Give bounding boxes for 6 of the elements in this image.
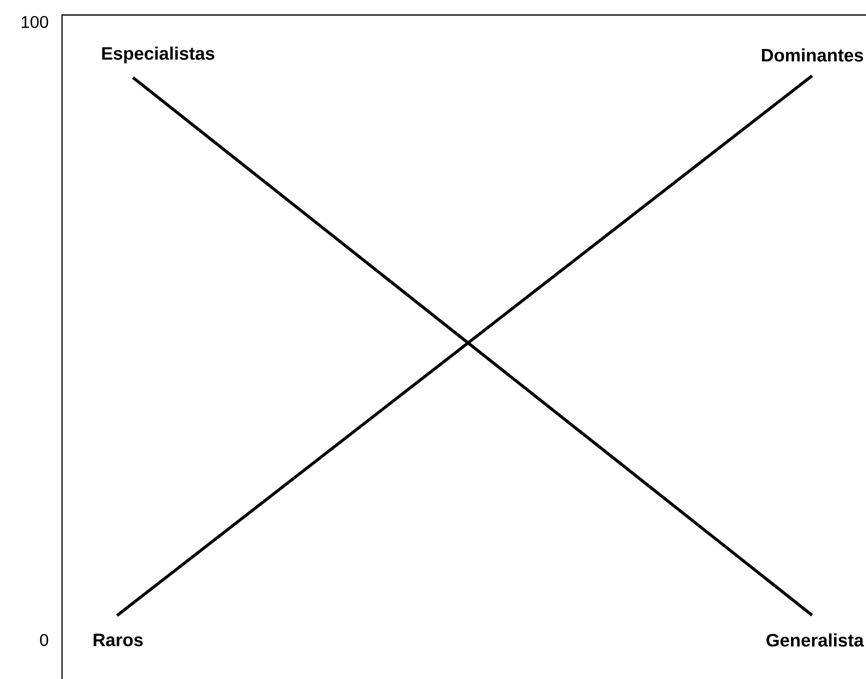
quadrant-label: Dominantes	[762, 48, 864, 62]
quadrant-label: Generalista	[766, 633, 864, 647]
quadrant-label: Especialistas	[102, 46, 214, 64]
axis-tick-label: 0	[40, 634, 48, 646]
axis-tick-label: 100	[22, 16, 48, 28]
quadrant-label: Raros	[94, 634, 143, 646]
